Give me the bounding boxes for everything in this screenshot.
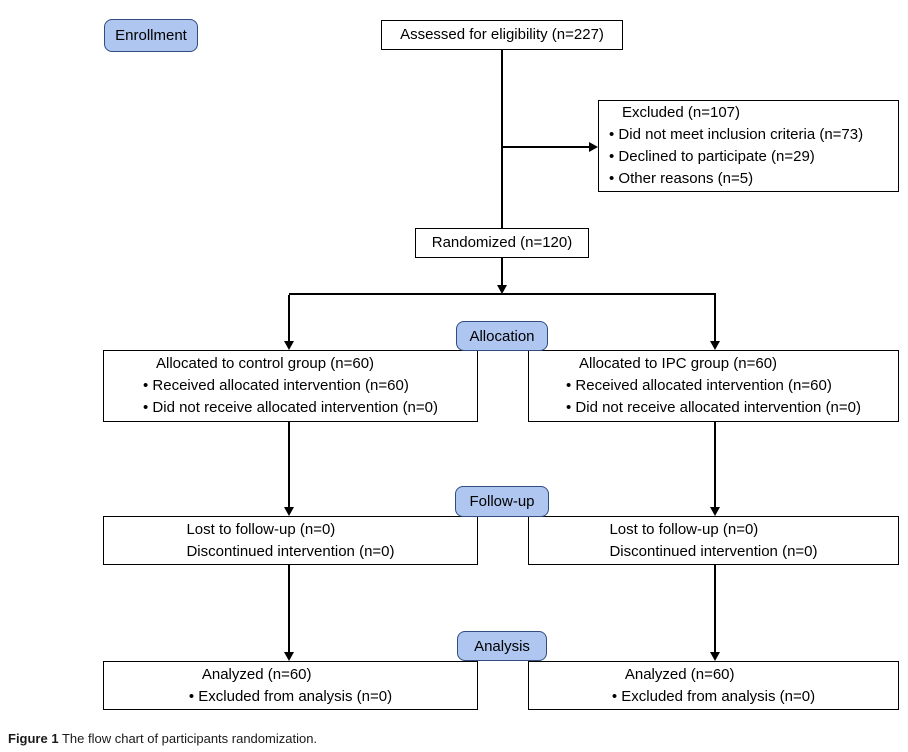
figure-caption-label: Figure 1 [8,731,59,746]
analysis-ipc-title: Analyzed (n=60) [624,665,735,683]
connector-line-vertical [288,565,290,652]
bullet-item: • Excluded from analysis (n=0) [611,687,816,705]
figure-caption: Figure 1 The flow chart of participants … [8,731,317,746]
bullet-item: • Received allocated intervention (n=60) [143,377,409,394]
arrowhead-right [589,142,598,152]
connector-line-horizontal [502,146,590,148]
connector-line-vertical [714,295,716,341]
allocation-stage-badge: Allocation [456,321,548,351]
analysis-ipc-box: Analyzed (n=60) • Excluded from analysis… [528,661,899,710]
connector-line-vertical [501,258,503,285]
arrowhead-down [497,285,507,294]
connector-line-vertical [288,422,290,507]
allocation-control-bullet-list: • Received allocated intervention (n=60)… [143,375,438,419]
connector-line-vertical [288,295,290,341]
arrowhead-down [284,341,294,350]
bullet-item: • Did not meet inclusion criteria (n=73) [609,126,864,143]
followup-ipc-lines: Lost to follow-up (n=0) Discontinued inte… [609,519,817,563]
followup-stage-badge: Follow-up [455,486,549,517]
bullet-item: • Received allocated intervention (n=60) [566,377,832,394]
figure-caption-text: The flow chart of participants randomiza… [61,731,318,746]
connector-line-vertical [714,565,716,652]
analysis-control-bullet-list: • Excluded from analysis (n=0) [189,686,392,708]
enrollment-stage-badge: Enrollment [104,19,198,52]
arrowhead-down [284,507,294,516]
allocation-control-title: Allocated to control group (n=60) [156,355,375,372]
analysis-control-box: Analyzed (n=60) • Excluded from analysis… [103,661,478,710]
connector-line-vertical [501,50,503,228]
analysis-control-title: Analyzed (n=60) [201,665,312,683]
bullet-item: • Did not receive allocated intervention… [143,399,438,416]
randomized-text: Randomized (n=120) [431,234,573,251]
followup-ipc-box: Lost to follow-up (n=0) Discontinued inte… [528,516,899,565]
randomized-box: Randomized (n=120) [415,228,589,258]
allocation-control-box: Allocated to control group (n=60) • Rece… [103,350,478,422]
excluded-title: Excluded (n=107) [622,104,740,121]
text-line: Discontinued intervention (n=0) [186,542,395,560]
analysis-ipc-bullet-list: • Excluded from analysis (n=0) [612,686,815,708]
text-line: Lost to follow-up (n=0) [186,520,336,538]
arrowhead-down [710,341,720,350]
bullet-item: • Did not receive allocated intervention… [566,399,861,416]
allocation-ipc-title: Allocated to IPC group (n=60) [579,355,778,372]
connector-line-vertical [714,422,716,507]
text-line: Lost to follow-up (n=0) [609,520,759,538]
arrowhead-down [710,652,720,661]
excluded-bullet-list: • Did not meet inclusion criteria (n=73)… [609,124,863,190]
bullet-item: • Declined to participate (n=29) [609,148,815,165]
connector-line-horizontal [289,293,716,295]
bullet-item: • Excluded from analysis (n=0) [188,687,393,705]
text-line: Discontinued intervention (n=0) [609,542,818,560]
arrowhead-down [710,507,720,516]
followup-control-box: Lost to follow-up (n=0) Discontinued inte… [103,516,478,565]
bullet-item: • Other reasons (n=5) [609,170,754,187]
assessed-eligibility-text: Assessed for eligibility (n=227) [400,26,604,43]
analysis-stage-badge: Analysis [457,631,547,661]
allocation-ipc-bullet-list: • Received allocated intervention (n=60)… [566,375,861,419]
assessed-eligibility-box: Assessed for eligibility (n=227) [381,20,623,50]
excluded-box: Excluded (n=107) • Did not meet inclusio… [598,100,899,192]
allocation-ipc-box: Allocated to IPC group (n=60) • Received… [528,350,899,422]
followup-control-lines: Lost to follow-up (n=0) Discontinued inte… [186,519,394,563]
arrowhead-down [284,652,294,661]
